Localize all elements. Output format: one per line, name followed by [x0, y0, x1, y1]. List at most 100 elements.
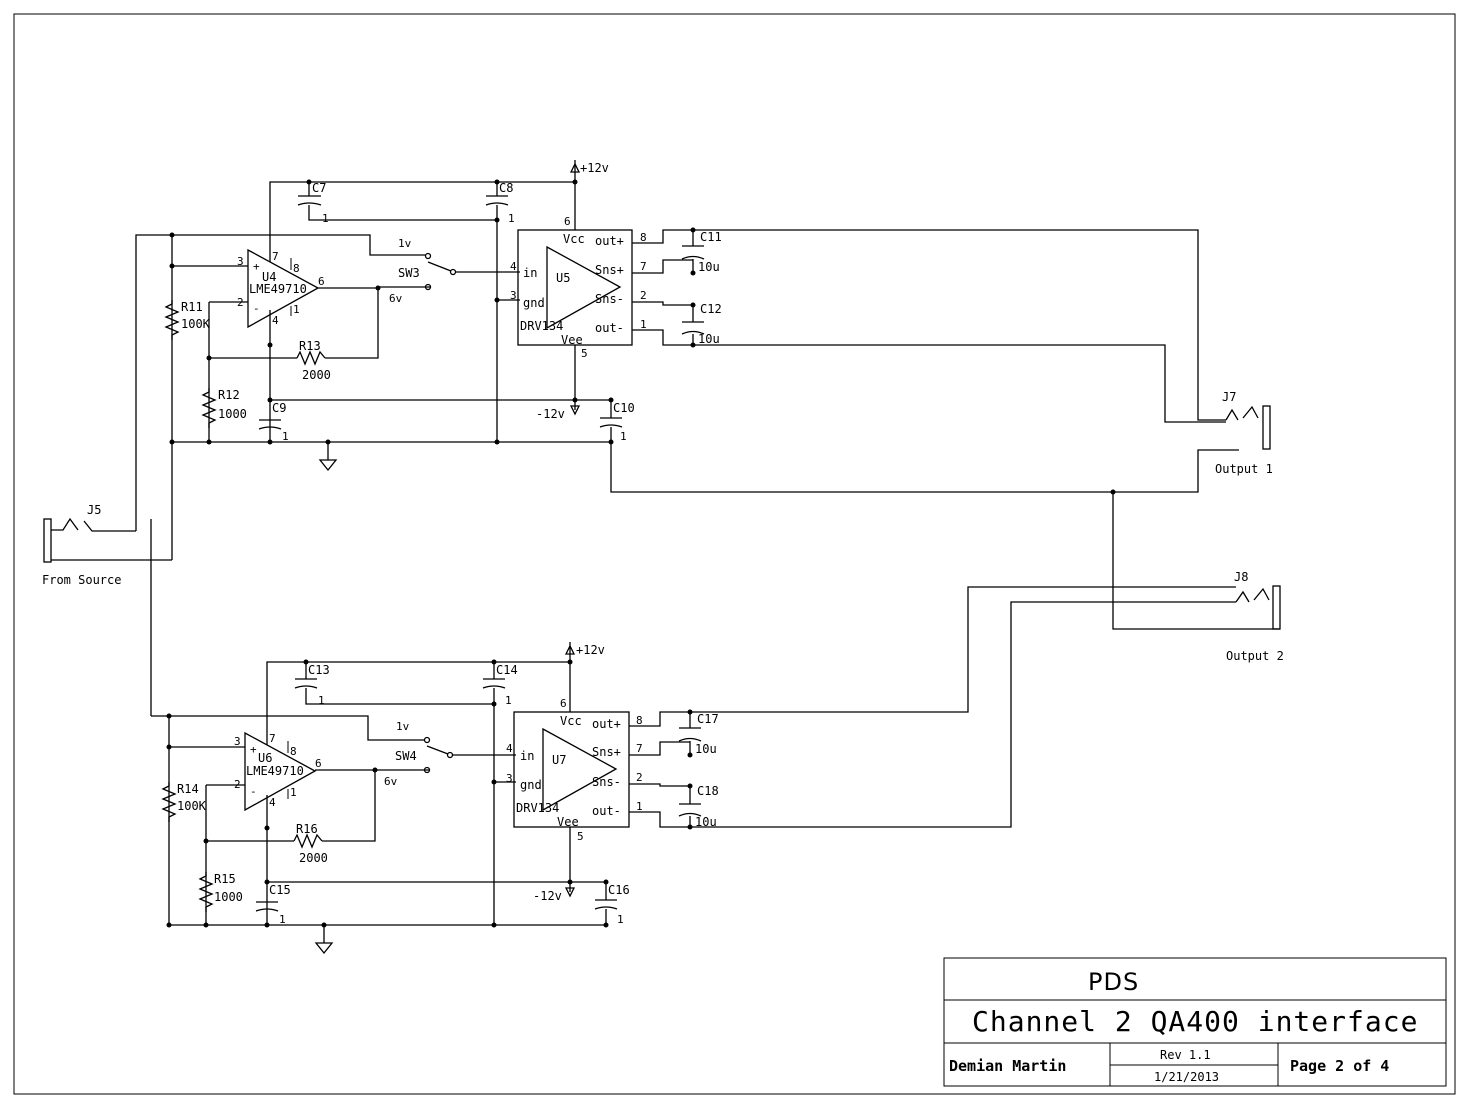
svg-text:1: 1: [640, 318, 647, 331]
r11-val: 100K: [181, 317, 211, 331]
sw3-pos2: 6v: [389, 292, 403, 305]
u7-pin-vee: Vee: [557, 815, 579, 829]
u4-part: LME49710: [249, 282, 307, 296]
junction-dots: [166, 179, 1116, 928]
svg-text:3: 3: [237, 255, 244, 268]
c7-pin: 1: [322, 212, 329, 225]
sw3-ref: SW3: [398, 266, 420, 280]
channel2-circuit: + - U6 LME49710 3 2 7 4 8 1 6 R14 100K R…: [151, 570, 1284, 955]
c9-ref: C9: [272, 401, 286, 415]
c15-ref: C15: [269, 883, 291, 897]
u5-pin-snsp: Sns+: [595, 263, 624, 277]
svg-text:-: -: [250, 785, 257, 798]
u6-ref: U6: [258, 751, 272, 765]
u7-ref: U7: [552, 753, 566, 767]
date: 1/21/2013: [1154, 1070, 1219, 1084]
r14-val: 100K: [177, 799, 207, 813]
svg-text:+: +: [253, 260, 260, 273]
j8-label: J8: [1234, 570, 1248, 584]
vee2-label: -12v: [533, 889, 562, 903]
u7-pin-snsp: Sns+: [592, 745, 621, 759]
u5-pin-vee: Vee: [561, 333, 583, 347]
c11-ref: C11: [700, 230, 722, 244]
r12-val: 1000: [218, 407, 247, 421]
c7-ref: C7: [312, 181, 326, 195]
svg-text:4: 4: [510, 260, 517, 273]
svg-text:2: 2: [234, 778, 241, 791]
sheet-title: Channel 2 QA400 interface: [972, 1005, 1418, 1038]
svg-text:6: 6: [560, 697, 567, 710]
r14-ref: R14: [177, 782, 199, 796]
u7-pin-gnd: gnd: [520, 778, 542, 792]
output2-label: Output 2: [1226, 649, 1284, 663]
svg-text:4: 4: [272, 314, 279, 327]
u5-pin-snsm: Sns-: [595, 292, 624, 306]
svg-text:2: 2: [640, 289, 647, 302]
svg-text:3: 3: [506, 772, 513, 785]
u5-pin-in: in: [523, 266, 537, 280]
svg-text:1: 1: [636, 800, 643, 813]
sw4-pos1: 1v: [396, 720, 410, 733]
svg-text:7: 7: [636, 742, 643, 755]
channel1-circuit: + - U4 LME49710 3 2 7 4 8 1 6 R11 100K R…: [164, 160, 1273, 560]
r16-val: 2000: [299, 851, 328, 865]
c10-pin: 1: [620, 430, 627, 443]
author-name: Demian Martin: [949, 1057, 1066, 1075]
svg-text:6: 6: [564, 215, 571, 228]
u7-pin-in: in: [520, 749, 534, 763]
svg-text:1: 1: [293, 303, 300, 316]
c9-pin: 1: [282, 430, 289, 443]
vee1-label: -12v: [536, 407, 565, 421]
svg-text:8: 8: [636, 714, 643, 727]
c17-ref: C17: [697, 712, 719, 726]
u7-part: DRV134: [516, 801, 559, 815]
company-name: PDS: [1088, 968, 1139, 996]
c13-ref: C13: [308, 663, 330, 677]
svg-text:8: 8: [293, 262, 300, 275]
u6-part: LME49710: [246, 764, 304, 778]
svg-text:7: 7: [640, 260, 647, 273]
svg-text:4: 4: [269, 796, 276, 809]
svg-text:1: 1: [290, 786, 297, 799]
r15-ref: R15: [214, 872, 236, 886]
c15-pin: 1: [279, 913, 286, 926]
r15-val: 1000: [214, 890, 243, 904]
title-block: PDS Channel 2 QA400 interface Demian Mar…: [943, 957, 1447, 1087]
svg-text:5: 5: [577, 830, 584, 843]
u5-pin-outp: out+: [595, 234, 624, 248]
svg-text:2: 2: [636, 771, 643, 784]
u5-ref: U5: [556, 271, 570, 285]
c16-ref: C16: [608, 883, 630, 897]
svg-text:7: 7: [269, 732, 276, 745]
svg-text:8: 8: [640, 231, 647, 244]
r16-ref: R16: [296, 822, 318, 836]
r11-ref: R11: [181, 300, 203, 314]
svg-text:6: 6: [315, 757, 322, 770]
svg-text:3: 3: [510, 289, 517, 302]
c14-ref: C14: [496, 663, 518, 677]
sw3-pos1: 1v: [398, 237, 412, 250]
sheet-border: [13, 13, 1456, 1095]
c10-ref: C10: [613, 401, 635, 415]
u4-ref: U4: [262, 270, 276, 284]
from-source-label: From Source: [42, 573, 121, 587]
vcc1-label: +12v: [580, 161, 609, 175]
c8-pin: 1: [508, 212, 515, 225]
page-number: Page 2 of 4: [1290, 1057, 1389, 1075]
revision: Rev 1.1: [1160, 1048, 1211, 1062]
svg-text:3: 3: [234, 735, 241, 748]
u7-pin-outp: out+: [592, 717, 621, 731]
svg-text:4: 4: [506, 742, 513, 755]
jack-j5: J5 From Source: [42, 234, 172, 716]
sw4-pos2: 6v: [384, 775, 398, 788]
svg-text:-: -: [253, 302, 260, 315]
c12-ref: C12: [700, 302, 722, 316]
svg-text:8: 8: [290, 745, 297, 758]
j7-label: J7: [1222, 390, 1236, 404]
svg-text:6: 6: [318, 275, 325, 288]
svg-text:5: 5: [581, 347, 588, 360]
output1-label: Output 1: [1215, 462, 1273, 476]
sw4-ref: SW4: [395, 749, 417, 763]
u5-part: DRV134: [520, 319, 563, 333]
